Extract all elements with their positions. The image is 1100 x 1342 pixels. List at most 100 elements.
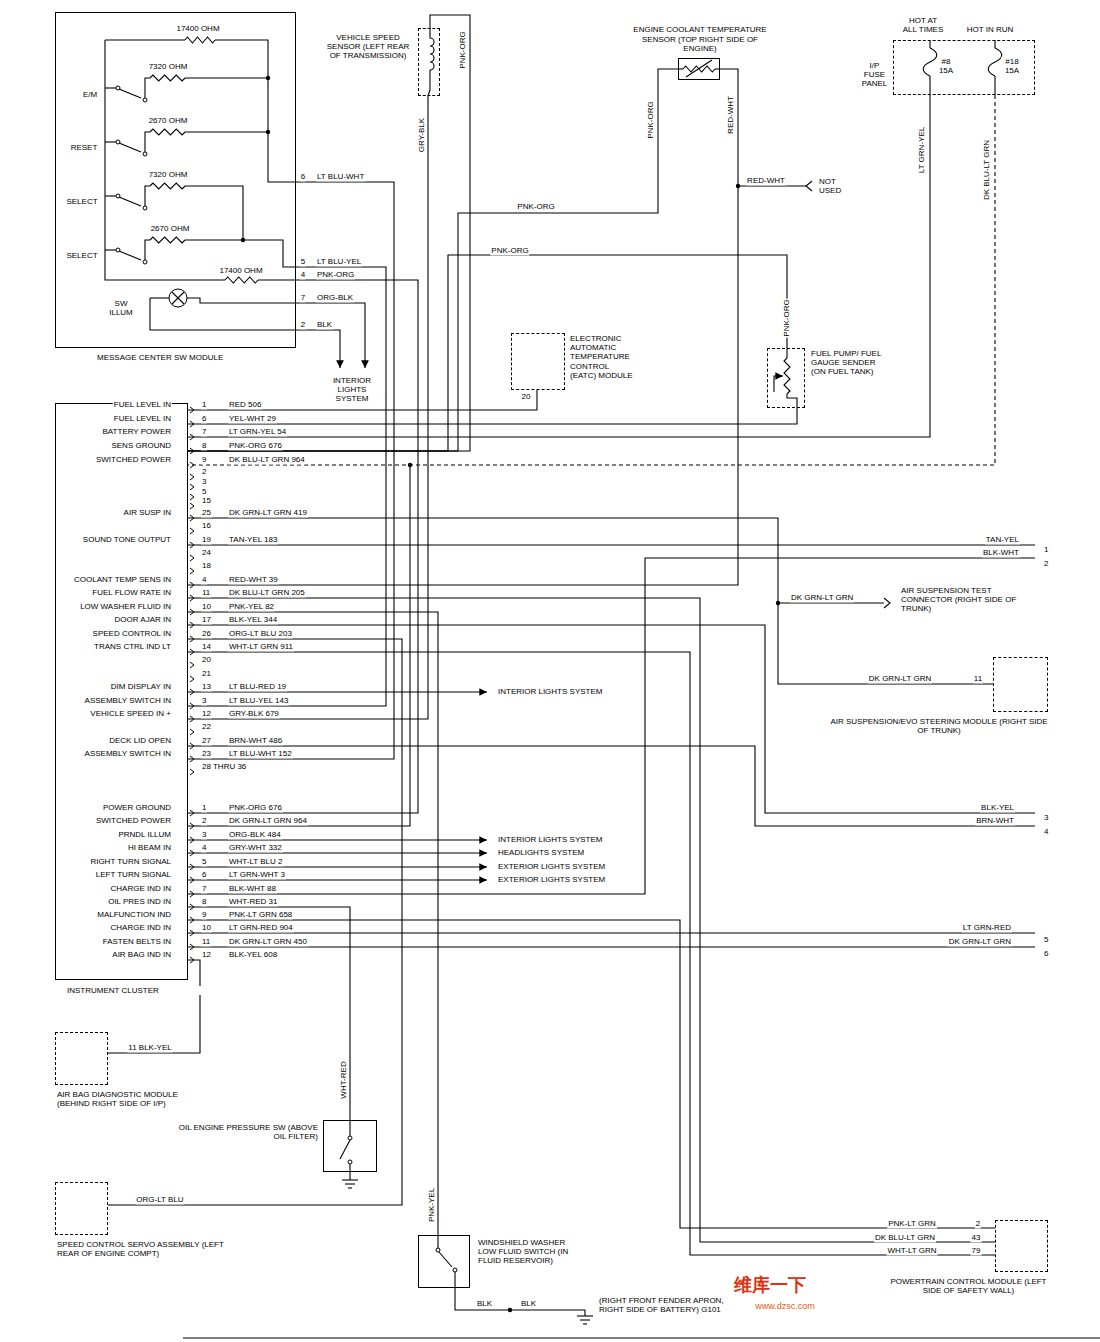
wire-label: BLK [476,1299,493,1308]
wire-line [215,40,296,182]
wire-line [349,1164,350,1180]
wire-label: PNK-ORG 676 [228,803,283,812]
wire-label: LT GRN-RED 904 [228,923,294,932]
switch-contact [348,1160,352,1164]
switch-blade [119,197,141,206]
wire-label: HOT AT ALL TIMES [900,16,946,34]
wire-line [994,40,995,48]
wire-label: FUEL LEVEL IN [113,414,172,423]
wire-label: 1 [1043,545,1049,554]
wire-line [145,186,150,206]
junction-dot [266,76,270,80]
wire-label: LOW WASHER FLUID IN [79,602,172,611]
wire-line [188,465,410,826]
wire-label: 4 [1043,827,1049,836]
wire-label: 6 [300,172,306,181]
pin-symbol [190,474,194,480]
wire-label: 1 [201,400,207,409]
switch-contact [143,206,147,210]
wire-line [145,132,150,152]
wire [188,69,678,451]
wire-label: 4 [201,843,207,852]
resistor-symbol [784,358,790,394]
wire-label: COOLANT TEMP SENS IN [73,575,172,584]
wire-label: 14 [201,642,212,651]
wire-line [188,879,487,880]
wire-label: CHARGE IND IN [110,923,172,932]
wire-label: 7320 OHM [148,170,189,179]
component-label: I/P FUSE PANEL [858,61,891,89]
wire-color-label: DK BLU-LT GRN [982,139,991,201]
wire-color-label: DK GRN-LT GRN [868,674,932,683]
wire-label: 6 [201,870,207,879]
resistor-symbol [150,129,185,135]
wire [188,598,995,1242]
wire-color-label: PNK-YEL [427,1187,436,1223]
wire-label: #8 15A [937,57,955,75]
wire-line [296,330,340,368]
wire-label: 6 [1043,949,1049,958]
wire-label: POWER GROUND [102,803,172,812]
wire-label: PNK-LT GRN 658 [228,910,293,919]
wire-line [188,946,1035,947]
wire [108,960,200,1053]
wire-label: 27 [201,736,212,745]
wire-label: LT GRN-YEL 54 [228,427,287,436]
wire-label: PNK-ORG 676 [228,441,283,450]
wire-label: DK GRN-LT GRN 964 [228,816,308,825]
wire-label: BLK-WHT [982,548,1020,557]
lamp-symbol [172,292,184,304]
ground-symbol [583,1323,587,1324]
wire-line [738,185,806,186]
wire-color-label: GRY-BLK [417,117,426,153]
wire-label: LT GRN-RED [962,923,1012,932]
wire-label: E/M [82,90,98,99]
wire-label: HI BEAM IN [127,843,172,852]
component-label: AIR BAG DIAGNOSTIC MODULE (BEHIND RIGHT … [56,1090,206,1108]
junction-dot [266,130,270,134]
wire-label: 8 [201,897,207,906]
wire-line [145,240,150,260]
connector-symbol [806,181,812,191]
wire [188,15,470,451]
wire-label: RED 506 [228,400,262,409]
wire-label: SELECT [65,251,98,260]
switch-contact [143,260,147,264]
frame-line [183,1337,1100,1338]
wire-label: 7 [201,884,207,893]
wire-color-label: LT GRN-YEL [917,126,926,174]
component-label: FUEL PUMP/ FUEL GAUGE SENDER (ON FUEL TA… [810,349,886,377]
wire-label: 2 [300,320,306,329]
wire-line [105,87,116,88]
wire-label: RED-WHT 39 [228,575,279,584]
wire-label: 3 [201,696,207,705]
wire-label: 28 THRU 36 [201,762,247,771]
resistor-symbol [150,183,185,189]
wire-label: DK BLU-LT GRN 964 [228,455,306,464]
wire-label: FASTEN BELTS IN [102,937,172,946]
component-box: VEHICLE SPEED SENSOR (LEFT REAR OF TRANS… [418,28,440,96]
wire-line [188,839,487,840]
wire-label: 5 [201,857,207,866]
wire-label: WHT-LT GRN 911 [228,642,294,651]
wire-label: AIR SUSPENSION TEST CONNECTOR (RIGHT SID… [900,586,1018,614]
switch-contact [436,1248,440,1252]
wire-label: VEHICLE SPEED IN + [89,709,172,718]
wire-line [778,602,884,603]
wire-label: 11 [201,937,211,946]
wire-line [296,303,365,368]
switch-contact [348,1136,352,1140]
wire [188,182,394,759]
pin-symbol [190,769,194,775]
ground-symbol [580,1319,590,1320]
pin-symbol [190,676,194,682]
wire-label: 18 [201,561,212,570]
wire-label: 3 [201,477,207,486]
wire-line [185,186,243,240]
component-label: ELECTRONIC AUTOMATIC TEMPERATURE CONTROL… [569,334,637,380]
wire-label: AIR SUSP IN [123,508,172,517]
wire-label: SWITCHED POWER [95,455,172,464]
resistor-symbol [150,75,185,81]
wire-label: 6 [201,414,207,423]
wire-color-label: ORG-LT BLU [135,1195,184,1204]
